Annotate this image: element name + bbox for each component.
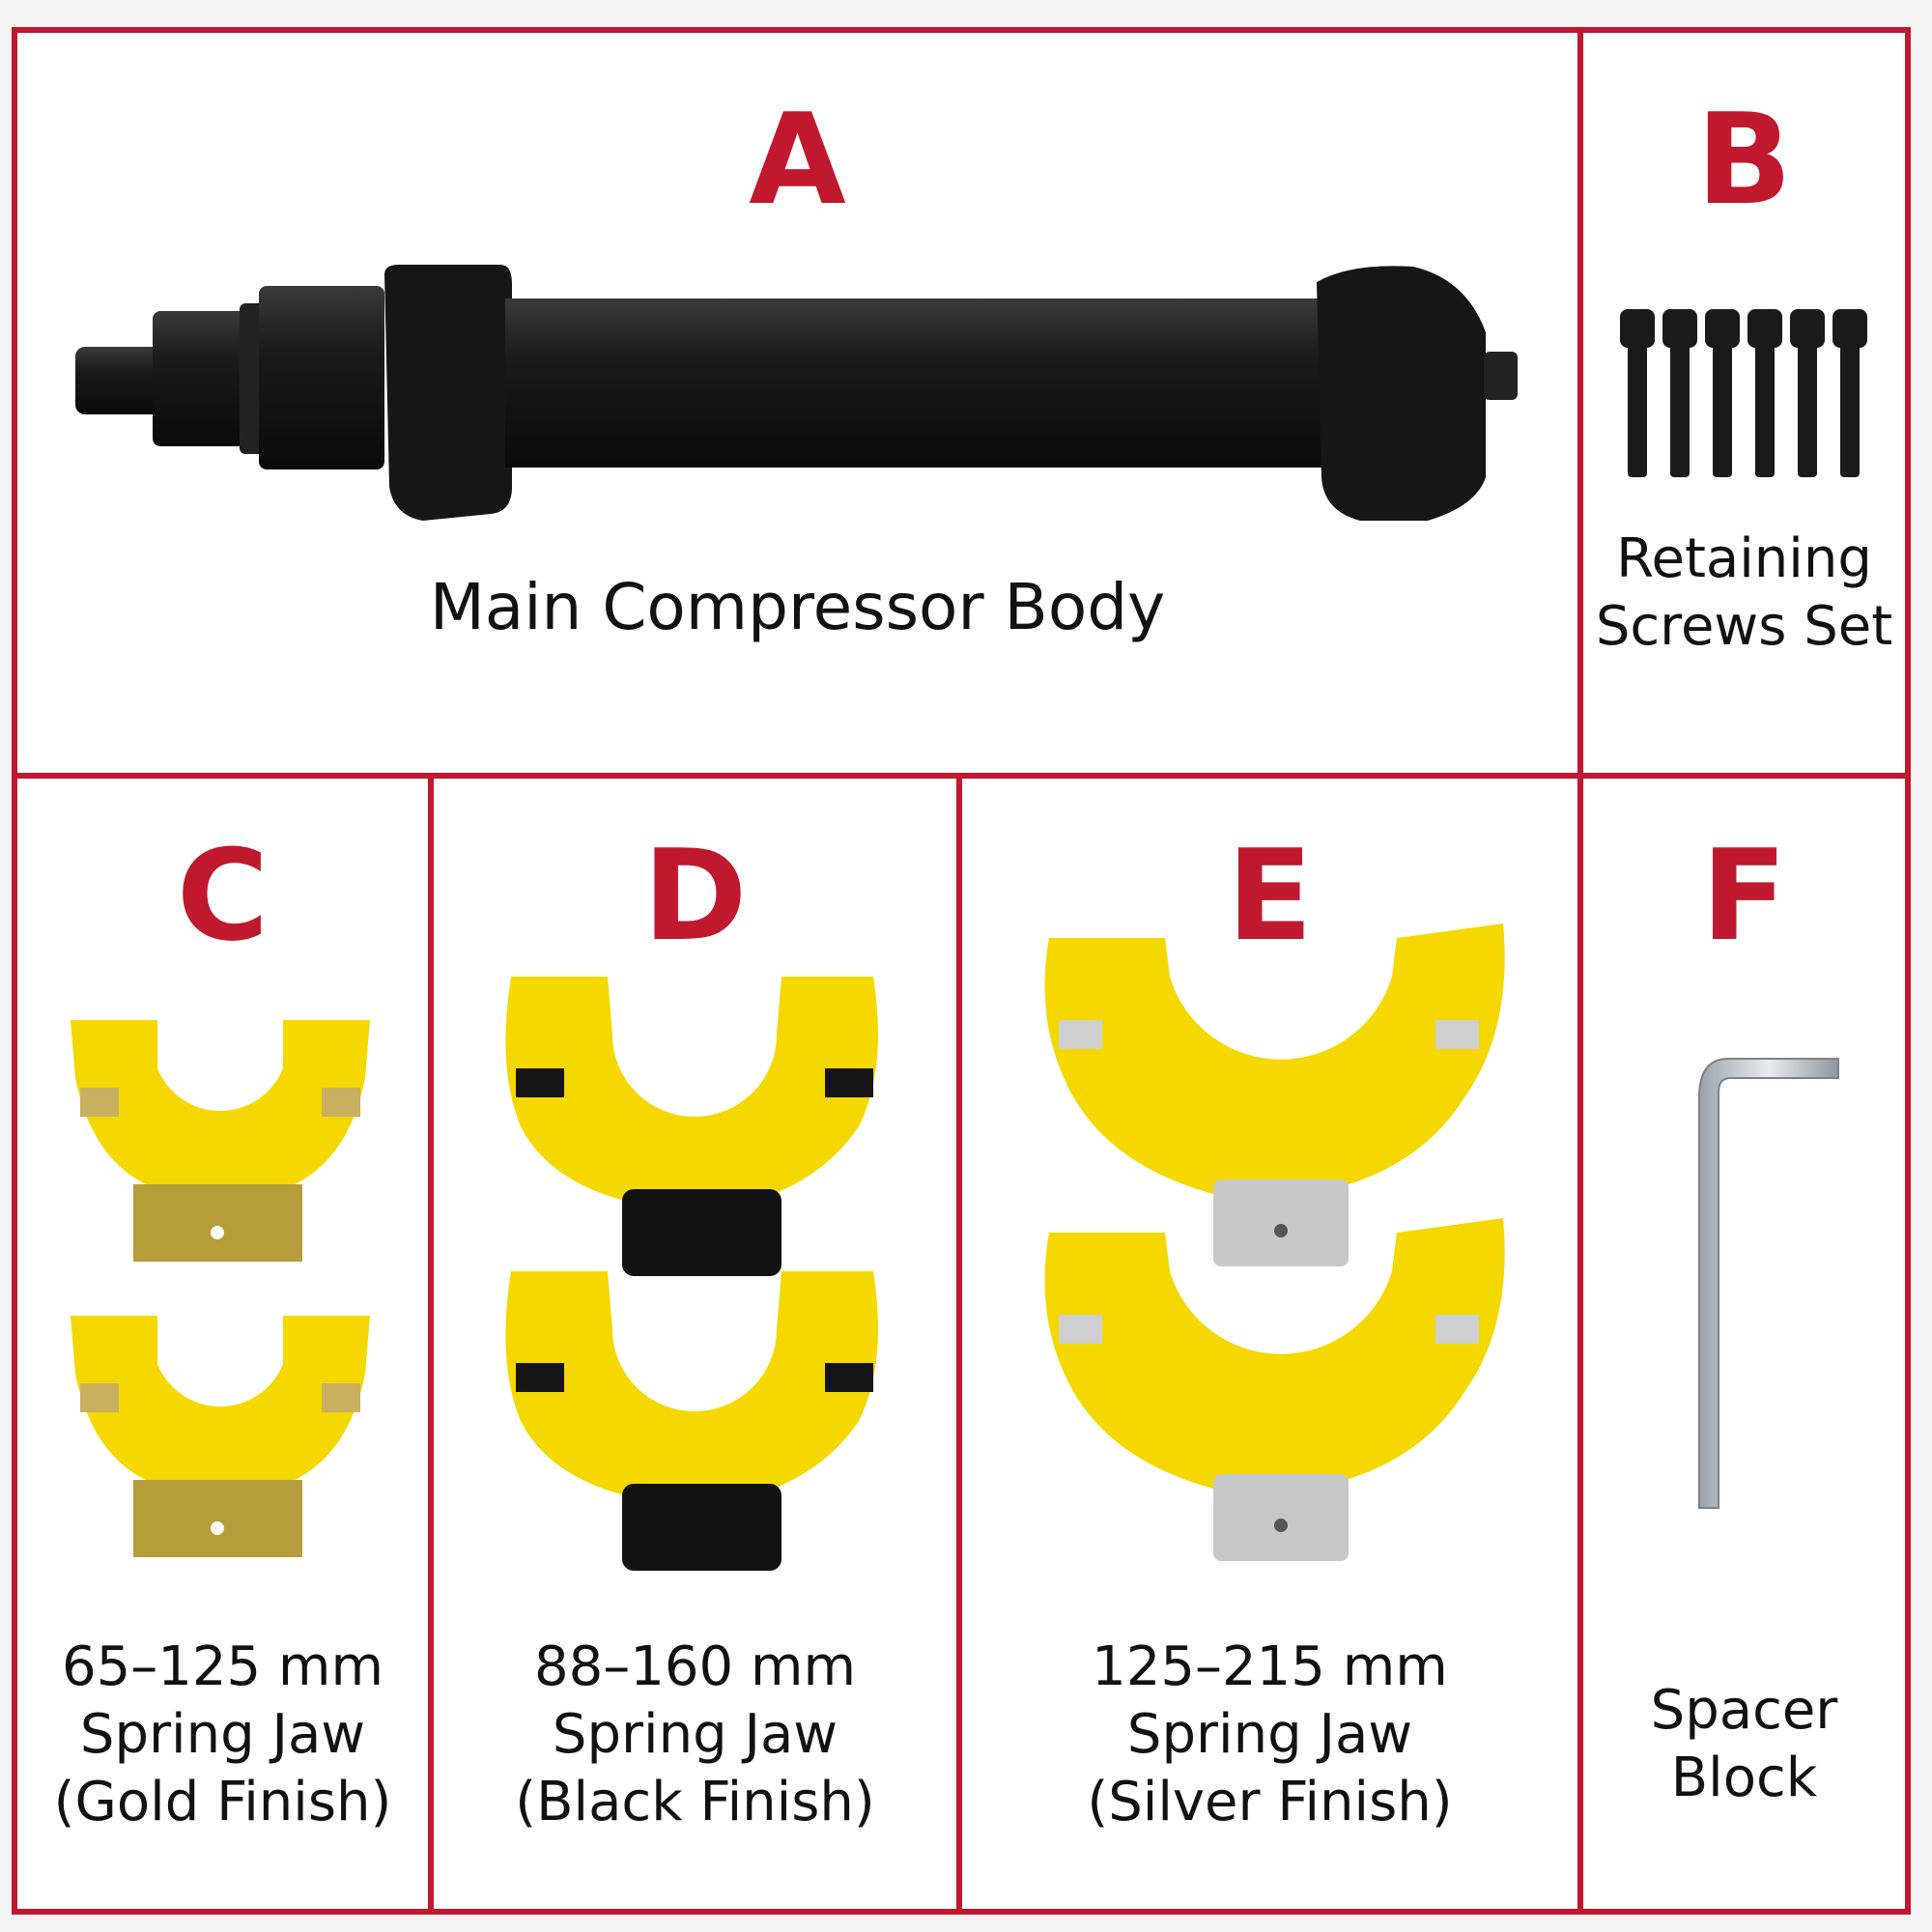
panel-b: B Retaining Screws Set — [1583, 33, 1905, 773]
panel-a: A Main Compressor Body — [17, 33, 1577, 773]
panel-e-letter: E — [1227, 822, 1313, 969]
panel-c-label-line-1: 65–125 mm — [61, 1635, 384, 1698]
panel-a-label: Main Compressor Body — [429, 570, 1166, 644]
panel-d-label-line-3: (Black Finish) — [515, 1771, 875, 1833]
screws-image — [1620, 309, 1867, 477]
panel-a-letter: A — [749, 86, 846, 233]
panel-b-label-line-1: Retaining — [1616, 527, 1872, 590]
panel-e-label-line-2: Spring Jaw — [1126, 1703, 1413, 1766]
panel-d-label-line-2: Spring Jaw — [552, 1703, 838, 1766]
panel-e-label-line-1: 125–215 mm — [1092, 1635, 1448, 1698]
divider-de — [956, 773, 962, 1915]
hex-key-image — [1698, 1058, 1839, 1509]
panel-e-label-line-3: (Silver Finish) — [1087, 1771, 1453, 1833]
panel-c-letter: C — [176, 822, 270, 969]
panel-d-label: 88–160 mm Spring Jaw (Black Finish) — [434, 1634, 956, 1836]
divider-ab — [1577, 27, 1583, 1915]
panel-b-label-line-2: Screws Set — [1595, 595, 1893, 658]
panel-f-label-line-2: Block — [1670, 1747, 1818, 1809]
panel-f-label: Spacer Block — [1583, 1677, 1905, 1812]
panel-d-label-line-1: 88–160 mm — [533, 1635, 857, 1698]
silver-jaws-image — [1044, 923, 1505, 1561]
panel-c-label: 65–125 mm Spring Jaw (Gold Finish) — [17, 1634, 428, 1836]
panel-c: C 65–125 mm Spring Jaw (Gold Finish) — [17, 779, 428, 1909]
divider-cd — [428, 773, 434, 1915]
panel-b-label: Retaining Screws Set — [1583, 526, 1905, 661]
panel-d-letter: D — [642, 822, 748, 969]
panel-c-label-line-3: (Gold Finish) — [53, 1771, 392, 1833]
panel-f-label-line-1: Spacer — [1650, 1679, 1838, 1742]
panel-e-label: 125–215 mm Spring Jaw (Silver Finish) — [962, 1634, 1577, 1836]
panel-c-label-line-2: Spring Jaw — [79, 1703, 366, 1766]
gold-jaws-image — [71, 1020, 370, 1557]
compressor-body-image — [75, 265, 1518, 521]
black-jaws-image — [505, 977, 878, 1571]
panel-e: E 125–215 mm Spring Jaw (Silver Finish) — [962, 779, 1577, 1909]
panel-f-letter: F — [1701, 822, 1787, 969]
panel-d: D 88–160 mm Spring Jaw (Black Finish) — [434, 779, 956, 1909]
panel-b-letter: B — [1695, 86, 1793, 233]
panel-f: F Spacer Block — [1583, 779, 1905, 1909]
